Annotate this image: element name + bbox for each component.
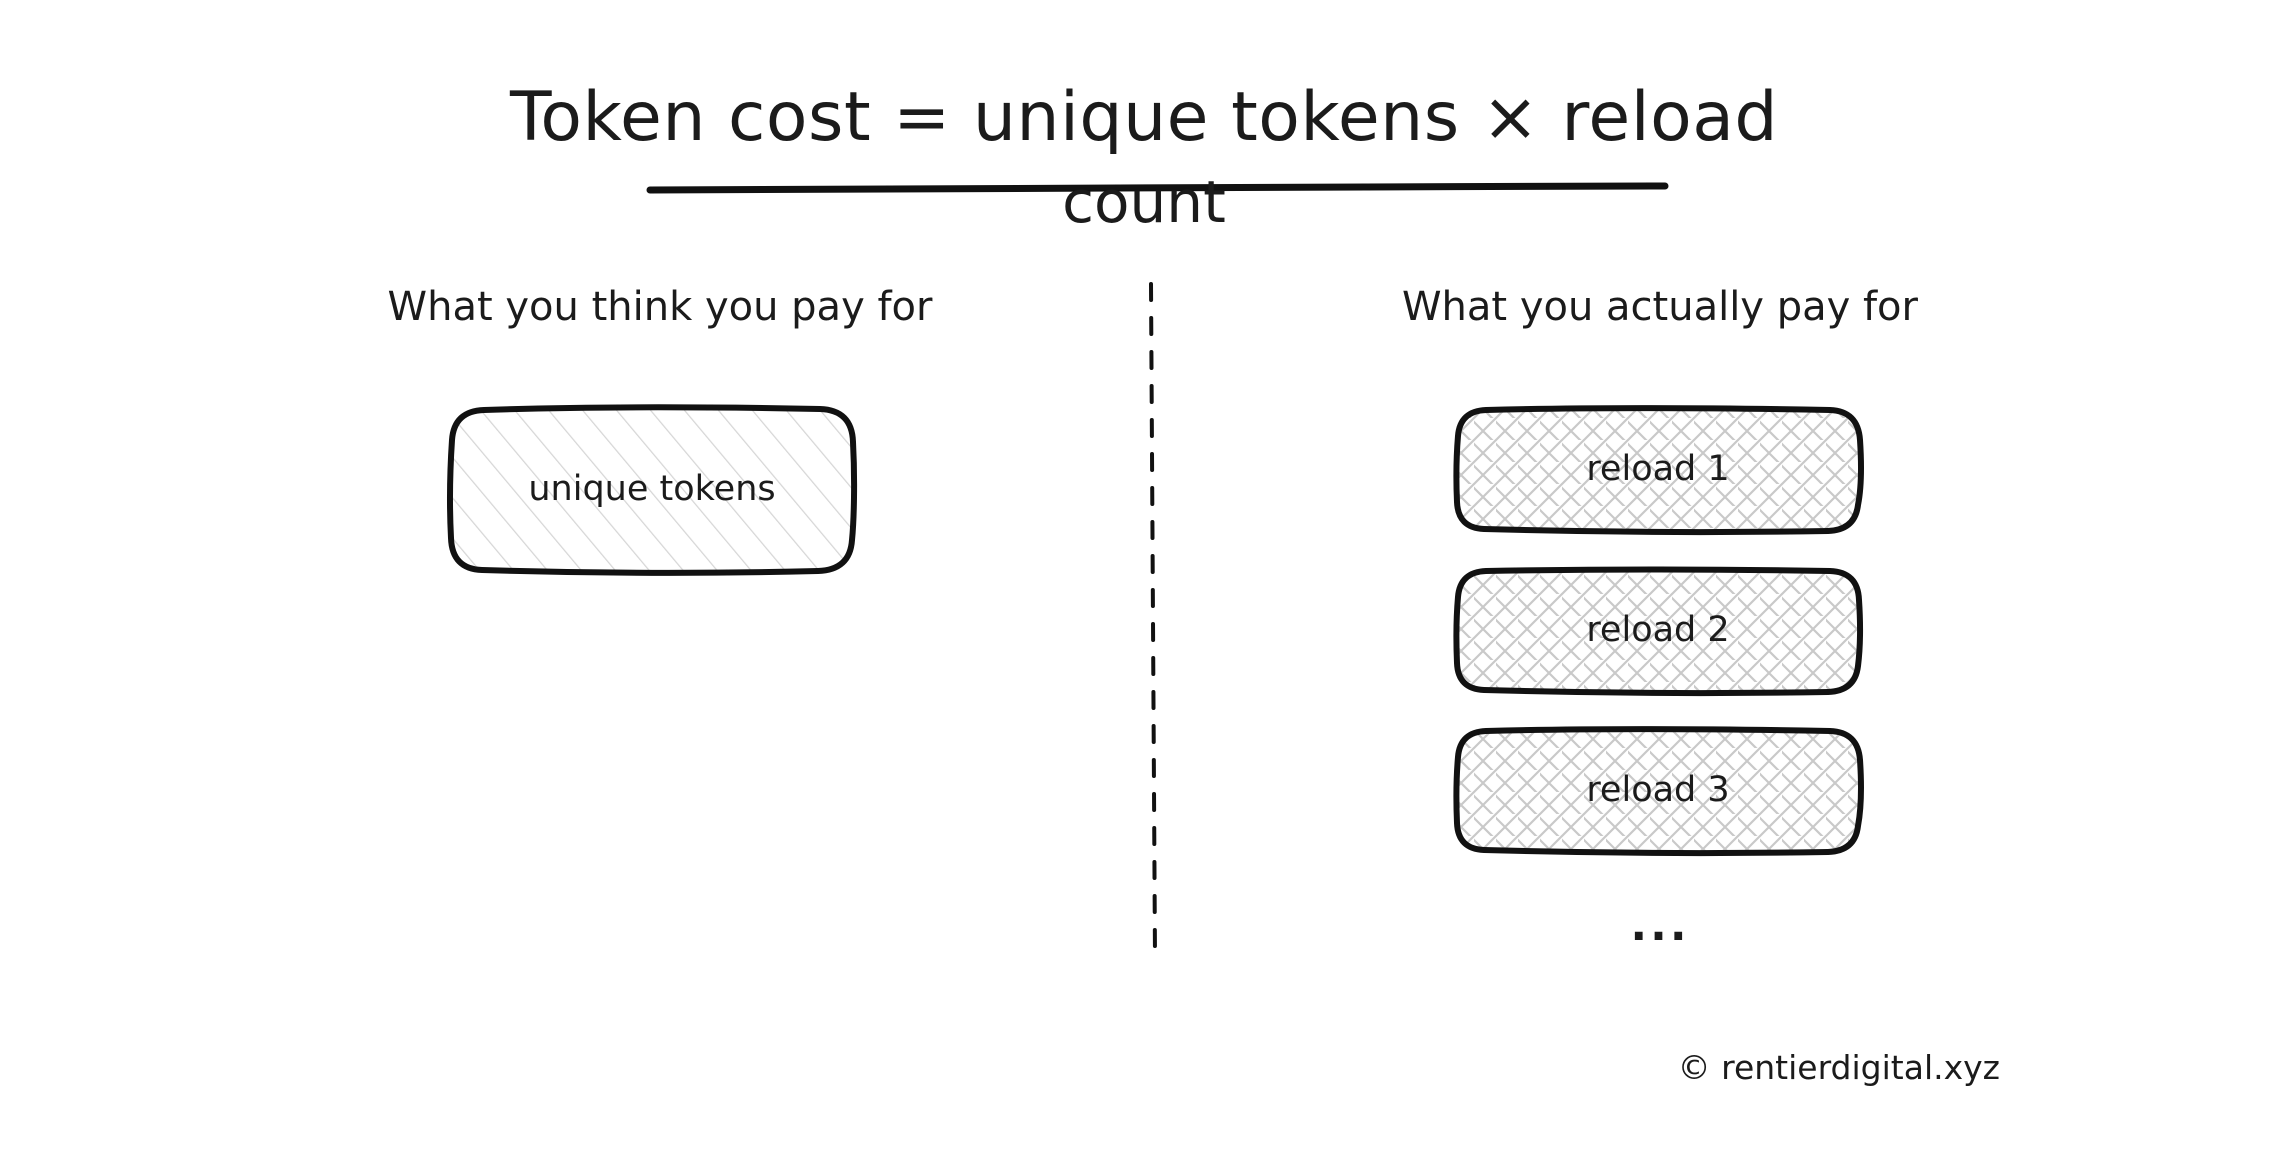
divider-line xyxy=(1149,282,1157,960)
reload-3-box xyxy=(1453,726,1865,857)
unique-tokens-box xyxy=(446,404,858,576)
unique-tokens-label: unique tokens xyxy=(528,469,776,509)
reload-1-box xyxy=(1453,405,1865,536)
left-heading: What you think you pay for xyxy=(387,284,933,330)
copyright-credit: © rentierdigital.xyz xyxy=(1677,1048,2000,1087)
reload-3-label: reload 3 xyxy=(1586,770,1730,810)
reload-1-label: reload 1 xyxy=(1586,449,1730,489)
more-reloads-ellipsis: ... xyxy=(1630,900,1690,951)
reload-2-box xyxy=(1453,566,1864,697)
reload-2-label: reload 2 xyxy=(1586,610,1730,650)
right-heading: What you actually pay for xyxy=(1402,284,1918,330)
title-line-2: count xyxy=(1062,168,1226,236)
fraction-bar xyxy=(646,182,1669,194)
title-line-1: Token cost = unique tokens × reload xyxy=(509,78,1779,157)
